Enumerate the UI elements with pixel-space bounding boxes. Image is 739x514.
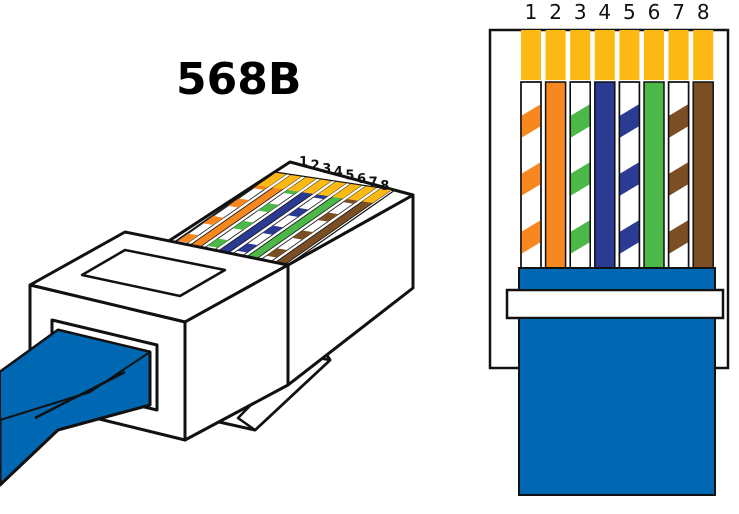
pinout-contact-8 — [693, 30, 714, 80]
plug-wire-1 — [170, 172, 289, 248]
plug-collar-inner-slot — [80, 248, 227, 298]
plug-wire-3 — [199, 176, 319, 253]
pinout-contacts — [521, 30, 714, 80]
pinout-contact-6 — [644, 30, 664, 80]
plug-contact-4 — [302, 178, 332, 194]
pinout-wire-4 — [594, 81, 616, 271]
pinout-pin-label-7: 7 — [672, 0, 685, 24]
plug-contact-3 — [287, 176, 317, 192]
plug-collar-side — [183, 263, 290, 442]
plug-pin-label-8: 8 — [380, 179, 389, 194]
plug-contact-7 — [347, 185, 377, 201]
plug-pin-label-4: 4 — [334, 165, 343, 180]
pinout-contact-5 — [619, 30, 640, 80]
plug-pin-label-2: 2 — [311, 158, 320, 173]
plug-contact-2 — [272, 174, 302, 190]
pinout-pin-label-8: 8 — [697, 0, 710, 24]
pinout-contact-2 — [545, 30, 566, 80]
pinout-wire-2 — [544, 81, 567, 271]
plug-contact-6 — [332, 183, 362, 199]
plug-pin-label-6: 6 — [357, 172, 366, 187]
plug-cable-top — [0, 329, 151, 421]
pinout-pin-label-6: 6 — [648, 0, 661, 24]
pinout-wires — [520, 81, 714, 271]
plug-contact-1 — [257, 172, 287, 187]
pinout-cable-jacket-top — [518, 267, 716, 291]
plug-pin-label-1: 1 — [299, 155, 308, 170]
plug-contact-8 — [362, 187, 392, 204]
pinout-contact-7 — [668, 30, 689, 80]
plug-pin-label-7: 7 — [369, 175, 378, 190]
diagram-title: 568B — [176, 54, 301, 105]
plug-cable-crease — [34, 370, 126, 420]
plug-pin-label-5: 5 — [345, 169, 354, 184]
pinout-crimp-bar — [505, 288, 725, 320]
pinout-wire-1 — [520, 81, 542, 271]
pinout-pin-label-2: 2 — [549, 0, 562, 24]
pinout-pin-label-3: 3 — [574, 0, 587, 24]
pinout-pin-label-1: 1 — [525, 0, 538, 24]
pinout-wire-5 — [618, 81, 641, 271]
plug-pin-label-3: 3 — [322, 162, 331, 177]
pinout-wire-3 — [569, 81, 591, 271]
pinout-contact-4 — [594, 30, 615, 80]
pinout-contact-3 — [570, 30, 591, 80]
pinout-wire-8 — [692, 81, 714, 271]
pinout-wire-6 — [643, 81, 665, 271]
pinout-pin-label-4: 4 — [598, 0, 611, 24]
plug-contact-5 — [317, 181, 347, 197]
pinout-pin-label-5: 5 — [623, 0, 636, 24]
pinout-cable-jacket — [518, 317, 716, 496]
pinout-wire-7 — [667, 81, 690, 271]
plug-wire-window — [170, 172, 394, 265]
pinout-contact-1 — [521, 30, 541, 80]
